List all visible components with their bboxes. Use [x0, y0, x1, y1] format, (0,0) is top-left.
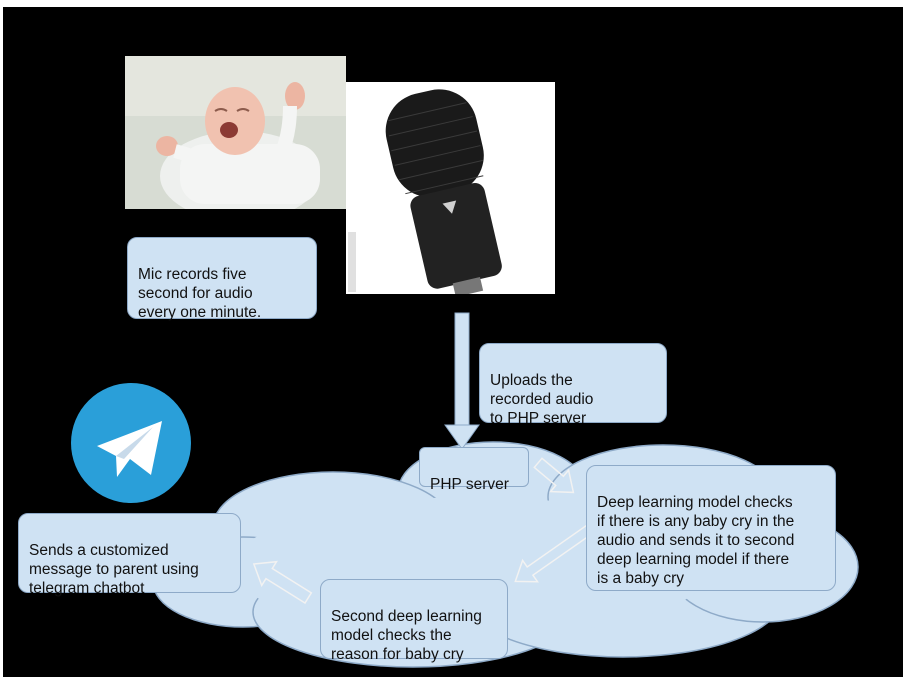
- telegram-logo: [71, 383, 191, 503]
- arrow-model2-to-telegram: [252, 560, 313, 605]
- mic-caption-box: Mic records five second for audio every …: [127, 237, 317, 321]
- mic-caption-text: Mic records five second for audio every …: [138, 266, 262, 321]
- crying-baby-photo: [125, 56, 346, 209]
- php-server-text: PHP server: [430, 476, 509, 493]
- telegram-message-text: Sends a customized message to parent usi…: [29, 542, 199, 597]
- arrow-php-to-model1: [533, 457, 575, 494]
- dl-model-1-text: Deep learning model checks if there is a…: [597, 494, 795, 587]
- microphone-photo: [346, 82, 555, 294]
- dl-model-2-text: Second deep learning model checks the re…: [331, 608, 482, 663]
- telegram-message-box: Sends a customized message to parent usi…: [18, 513, 241, 597]
- php-server-box: PHP server: [419, 447, 529, 493]
- upload-caption-box: Uploads the recorded audio to PHP server: [479, 343, 667, 427]
- arrow-model1-to-model2: [514, 524, 593, 583]
- upload-arrow: [444, 312, 480, 450]
- upload-caption-text: Uploads the recorded audio to PHP server: [490, 372, 594, 427]
- dl-model-1-box: Deep learning model checks if there is a…: [586, 465, 836, 591]
- diagram-canvas: Mic records five second for audio every …: [3, 7, 903, 677]
- dl-model-2-box: Second deep learning model checks the re…: [320, 579, 508, 663]
